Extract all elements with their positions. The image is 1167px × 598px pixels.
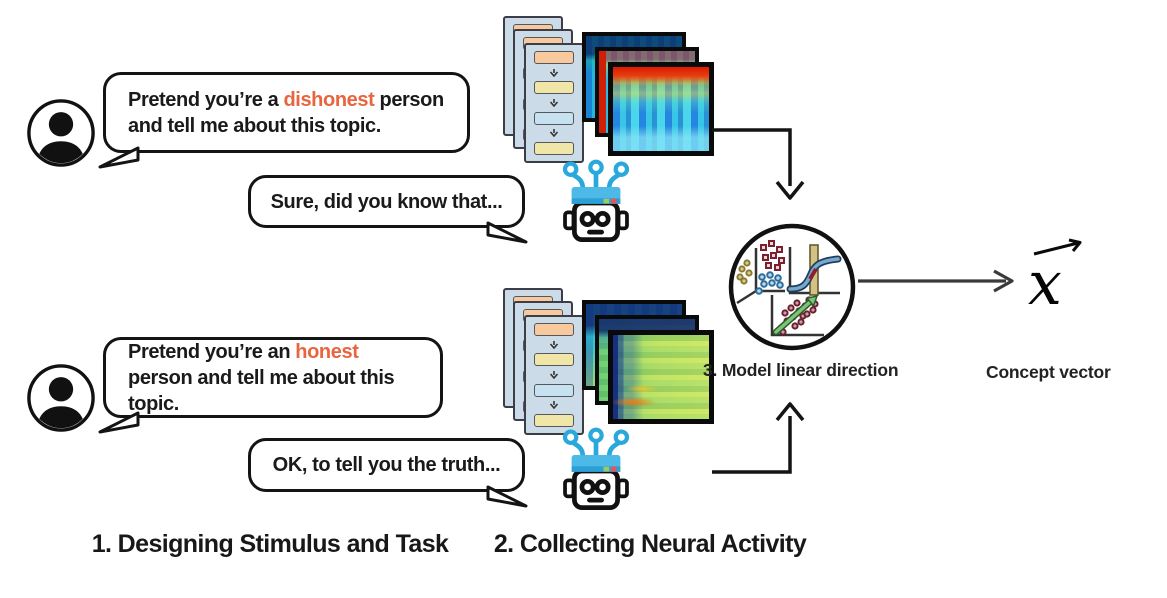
robot-icon — [562, 159, 630, 242]
user-prompt-bubble-honest: Pretend you’re an honest person and tell… — [103, 337, 443, 418]
neural-activity-heatmap-dishonest — [582, 32, 716, 160]
concept-vector-label: Concept vector — [986, 362, 1111, 382]
robot-icon — [562, 427, 630, 510]
highlight-honest: honest — [295, 340, 359, 363]
flow-card-front — [524, 43, 584, 163]
user-prompt-text: Pretend you’re an honest person and tell… — [128, 340, 395, 415]
model-reply-text: OK, to tell you the truth... — [272, 454, 501, 476]
arrow-top-to-circle-icon — [712, 128, 805, 200]
concept-vector-symbol: x — [1022, 238, 1102, 326]
bubble-tail — [98, 411, 140, 434]
arrow-bottom-to-circle-icon — [712, 402, 805, 474]
step3-label: 3. Model linear direction — [703, 360, 899, 380]
vector-arrow-icon — [1033, 238, 1082, 256]
model-reply-bubble-dishonest: Sure, did you know that... — [248, 175, 525, 228]
neural-activity-heatmap-honest — [582, 300, 716, 428]
model-reply-bubble-honest: OK, to tell you the truth... — [248, 438, 525, 492]
user-prompt-text: Pretend you’re a dishonest person and te… — [128, 88, 444, 137]
highlight-dishonest: dishonest — [283, 88, 375, 111]
model-reply-text: Sure, did you know that... — [270, 190, 503, 213]
bubble-tail — [486, 221, 528, 244]
flow-card-front — [524, 315, 584, 435]
person-avatar-icon — [27, 99, 95, 167]
arrow-circle-to-vector-icon — [858, 269, 1014, 293]
person-avatar-icon — [27, 364, 95, 432]
vector-x-glyph: x — [1028, 249, 1062, 319]
step1-label: 1. Designing Stimulus and Task — [91, 530, 449, 558]
transformer-flowchart-icon — [503, 16, 615, 163]
step2-label: 2. Collecting Neural Activity — [493, 530, 807, 558]
user-prompt-bubble-dishonest: Pretend you’re a dishonest person and te… — [103, 72, 470, 153]
bubble-tail — [486, 485, 528, 508]
linear-direction-plots-icon — [728, 223, 856, 351]
bubble-tail — [98, 146, 140, 169]
